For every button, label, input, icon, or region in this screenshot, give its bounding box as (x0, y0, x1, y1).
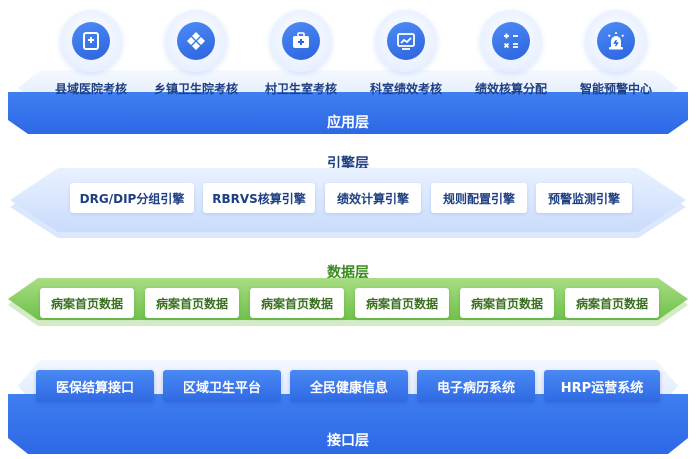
data-item[interactable]: 病案首页数据 (460, 288, 554, 318)
medical-kit-icon (282, 22, 320, 60)
app-item-county-hospital[interactable]: 县域医院考核 (43, 10, 139, 97)
data-layer-title: 数据层 (327, 265, 369, 281)
app-icon-circle (165, 10, 227, 72)
calculator-icon (492, 22, 530, 60)
data-item[interactable]: 病案首页数据 (250, 288, 344, 318)
app-label: 乡镇卫生院考核 (153, 82, 238, 96)
app-item-smart-alert-center[interactable]: 智能预警中心 (568, 10, 664, 97)
interface-layer-title: 接口层 (327, 433, 369, 449)
app-label: 县域医院考核 (54, 82, 127, 96)
app-label: 智能预警中心 (579, 82, 652, 96)
interface-national-health-info[interactable]: 全民健康信息 (290, 370, 408, 402)
app-icon-circle (270, 10, 332, 72)
application-layer-band (8, 92, 688, 134)
hospital-icon (72, 22, 110, 60)
interface-medical-insurance[interactable]: 医保结算接口 (36, 370, 154, 402)
app-item-township-hospital[interactable]: 乡镇卫生院考核 (148, 10, 244, 97)
app-label: 绩效核算分配 (474, 82, 547, 96)
app-label: 村卫生室考核 (264, 82, 337, 96)
app-icon-circle (60, 10, 122, 72)
data-item[interactable]: 病案首页数据 (40, 288, 134, 318)
data-item[interactable]: 病案首页数据 (565, 288, 659, 318)
engine-alert-monitor[interactable]: 预警监测引擎 (536, 183, 632, 213)
app-icon-circle (585, 10, 647, 72)
app-item-performance-allocation[interactable]: 绩效核算分配 (463, 10, 559, 97)
alarm-light-icon (597, 22, 635, 60)
interface-layer-band (8, 394, 688, 454)
app-label: 科室绩效考核 (369, 82, 442, 96)
interface-regional-health-platform[interactable]: 区域卫生平台 (163, 370, 281, 402)
engine-rule-config[interactable]: 规则配置引擎 (431, 183, 527, 213)
engine-performance-calc[interactable]: 绩效计算引擎 (325, 183, 421, 213)
app-item-village-clinic[interactable]: 村卫生室考核 (253, 10, 349, 97)
engine-rbrvs[interactable]: RBRVS核算引擎 (203, 183, 315, 213)
interface-emr-system[interactable]: 电子病历系统 (417, 370, 535, 402)
application-layer-title: 应用层 (327, 115, 369, 131)
app-icon-circle (480, 10, 542, 72)
engine-drg-dip[interactable]: DRG/DIP分组引擎 (70, 183, 194, 213)
medical-cross-icon (177, 22, 215, 60)
trend-chart-icon (387, 22, 425, 60)
data-item[interactable]: 病案首页数据 (145, 288, 239, 318)
interface-hrp-system[interactable]: HRP运营系统 (544, 370, 660, 402)
app-item-department-performance[interactable]: 科室绩效考核 (358, 10, 454, 97)
data-item[interactable]: 病案首页数据 (355, 288, 449, 318)
app-icon-circle (375, 10, 437, 72)
